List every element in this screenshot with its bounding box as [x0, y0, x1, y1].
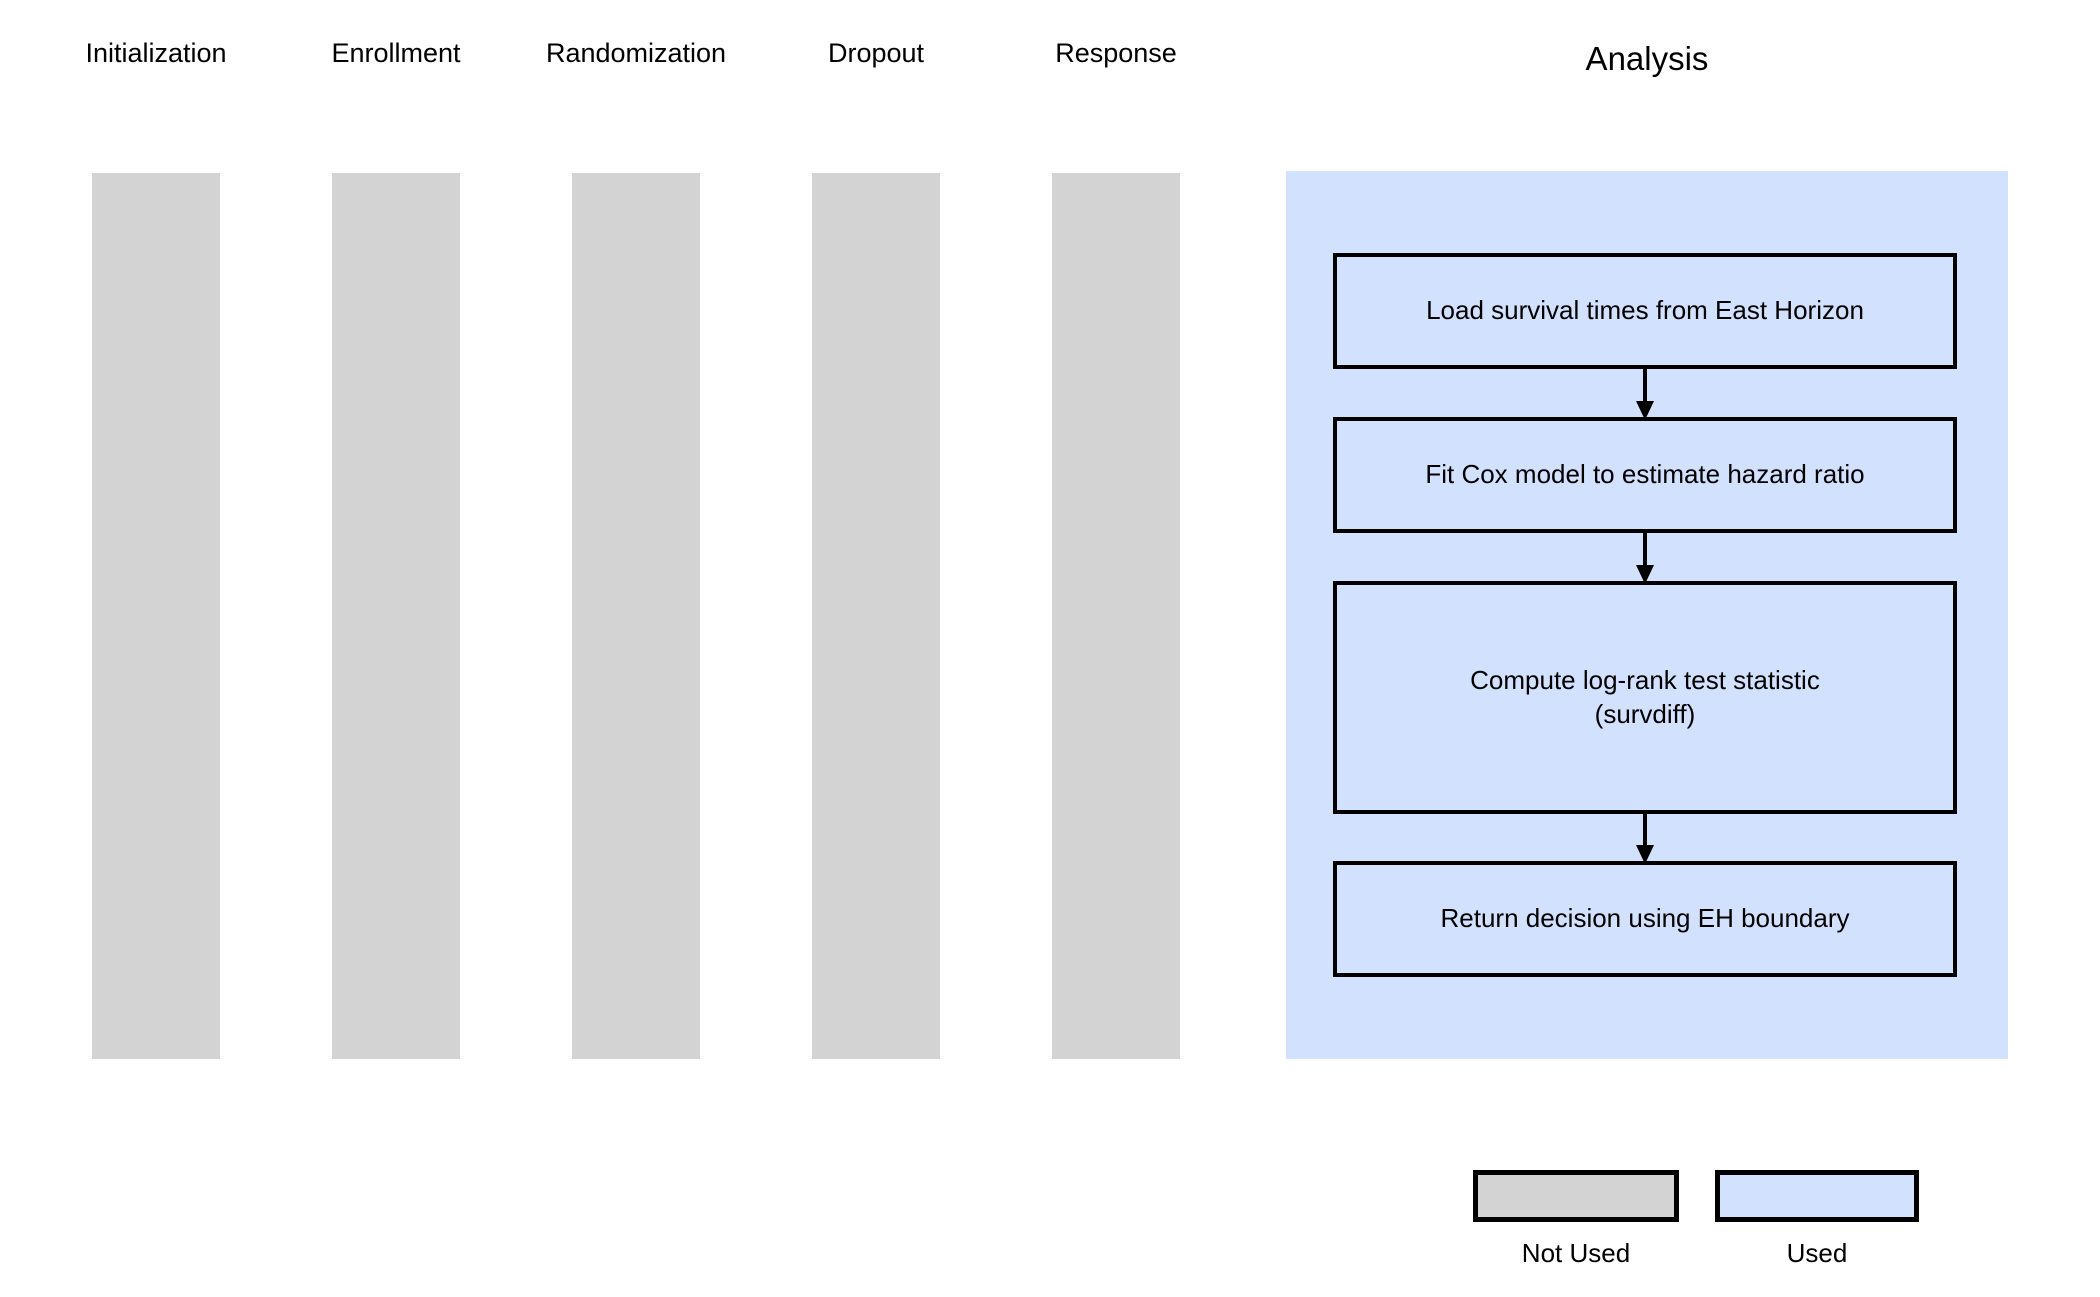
stage-column-dropout — [812, 173, 940, 1059]
flow-step-load-survival-times: Load survival times from East Horizon — [1333, 253, 1957, 369]
flow-step-label-line1: Compute log-rank test statistic — [1470, 665, 1820, 696]
legend-label-used: Used — [1786, 1238, 1848, 1268]
legend-swatch-not-used — [1473, 1170, 1679, 1222]
stage-column-randomization — [572, 173, 700, 1059]
flow-step-return-decision: Return decision using EH boundary — [1333, 861, 1957, 977]
stage-header-response: Response — [1055, 38, 1177, 68]
analysis-header: Analysis — [1585, 40, 1709, 77]
stage-column-response — [1052, 173, 1180, 1059]
flow-step-label: Fit Cox model to estimate hazard ratio — [1425, 459, 1865, 490]
stage-column-enrollment — [332, 173, 460, 1059]
down-arrow-icon-1 — [1632, 368, 1658, 420]
stage-header-enrollment: Enrollment — [331, 38, 461, 68]
stage-column-initialization — [92, 173, 220, 1059]
flow-step-label: Return decision using EH boundary — [1440, 903, 1850, 934]
down-arrow-icon-2 — [1632, 532, 1658, 584]
flow-step-label: Load survival times from East Horizon — [1426, 295, 1864, 326]
flow-step-label-line2: (survdiff) — [1594, 698, 1696, 729]
legend-label-not-used: Not Used — [1521, 1238, 1631, 1268]
stage-header-initialization: Initialization — [85, 38, 227, 68]
stage-header-randomization: Randomization — [545, 38, 727, 68]
legend-swatch-used — [1715, 1170, 1919, 1222]
flow-step-label-multiline: Compute log-rank test statistic (survdif… — [1456, 664, 1834, 731]
flow-step-compute-logrank: Compute log-rank test statistic (survdif… — [1333, 581, 1957, 814]
stage-header-dropout: Dropout — [827, 38, 925, 68]
flow-step-fit-cox-model: Fit Cox model to estimate hazard ratio — [1333, 417, 1957, 533]
down-arrow-icon-3 — [1632, 812, 1658, 864]
